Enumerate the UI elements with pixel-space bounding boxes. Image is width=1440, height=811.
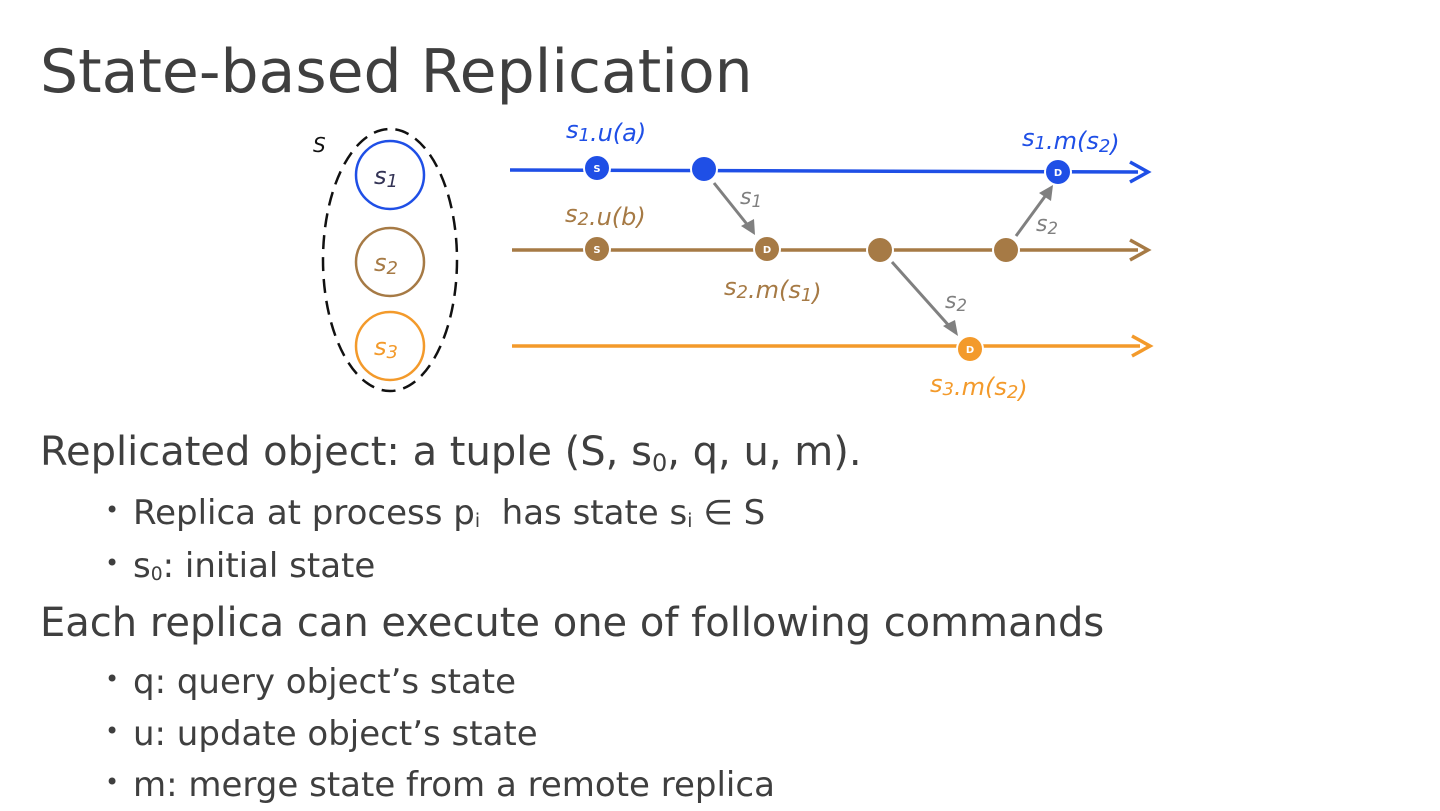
label-r1-merge: s1.m(s2) <box>1022 124 1120 158</box>
state-set: S s1 s2 s3 <box>313 127 459 393</box>
label-r2-update: s2.u(b) <box>565 200 646 231</box>
r1-merge-event: D <box>1044 158 1072 186</box>
bullet-query: •q: query object’s state <box>105 662 517 702</box>
set-label: S <box>313 133 326 157</box>
commands-heading: Each replica can execute one of followin… <box>40 600 1105 646</box>
label-msg3: s2 <box>1036 212 1058 238</box>
bullet-merge: •m: merge state from a remote replica <box>105 765 775 805</box>
bullet-replica-state: •Replica at process pi has state si ∈ S <box>105 493 766 533</box>
label-r1-update: s1.u(a) <box>566 116 646 147</box>
r2-update-event: S <box>583 235 611 263</box>
message-s2-to-r3-arrow <box>890 261 958 336</box>
r2-send-event-2 <box>992 236 1020 264</box>
label-msg1: s1 <box>740 185 762 211</box>
label-r2-merge: s2.m(s1) <box>724 273 822 307</box>
r2-send-event-1 <box>866 236 894 264</box>
tuple-definition: Replicated object: a tuple (S, s0, q, u,… <box>40 429 862 477</box>
merge-mark: D <box>763 245 771 256</box>
state-label-s3: s3 <box>374 333 398 363</box>
r2-merge-event: D <box>753 235 781 263</box>
update-mark: S <box>593 245 600 256</box>
state-label-s1: s1 <box>374 162 398 192</box>
update-mark: S <box>593 164 600 175</box>
replica-1-timeline <box>509 160 1152 184</box>
label-r3-merge: s3.m(s2) <box>930 370 1028 404</box>
bullet-update: •u: update object’s state <box>105 714 538 754</box>
message-s2-to-r1-arrow <box>1014 185 1053 237</box>
merge-mark: D <box>966 345 974 356</box>
set-ellipse <box>321 127 459 393</box>
message-s1-arrow <box>712 182 755 235</box>
merge-mark: D <box>1054 168 1062 179</box>
bullet-initial-state: •s0: initial state <box>105 546 376 586</box>
state-circle-s3 <box>354 310 426 382</box>
r1-send-event <box>690 155 718 183</box>
slide-title: State-based Replication <box>40 37 753 107</box>
label-msg2: s2 <box>945 289 967 315</box>
r1-update-event: S <box>583 154 611 182</box>
replica-2-timeline <box>512 238 1152 262</box>
state-circle-s2 <box>354 226 426 298</box>
replica-3-timeline <box>512 334 1154 358</box>
r3-merge-event: D <box>956 335 984 363</box>
state-label-s2: s2 <box>374 249 398 279</box>
state-circle-s1 <box>354 139 426 211</box>
